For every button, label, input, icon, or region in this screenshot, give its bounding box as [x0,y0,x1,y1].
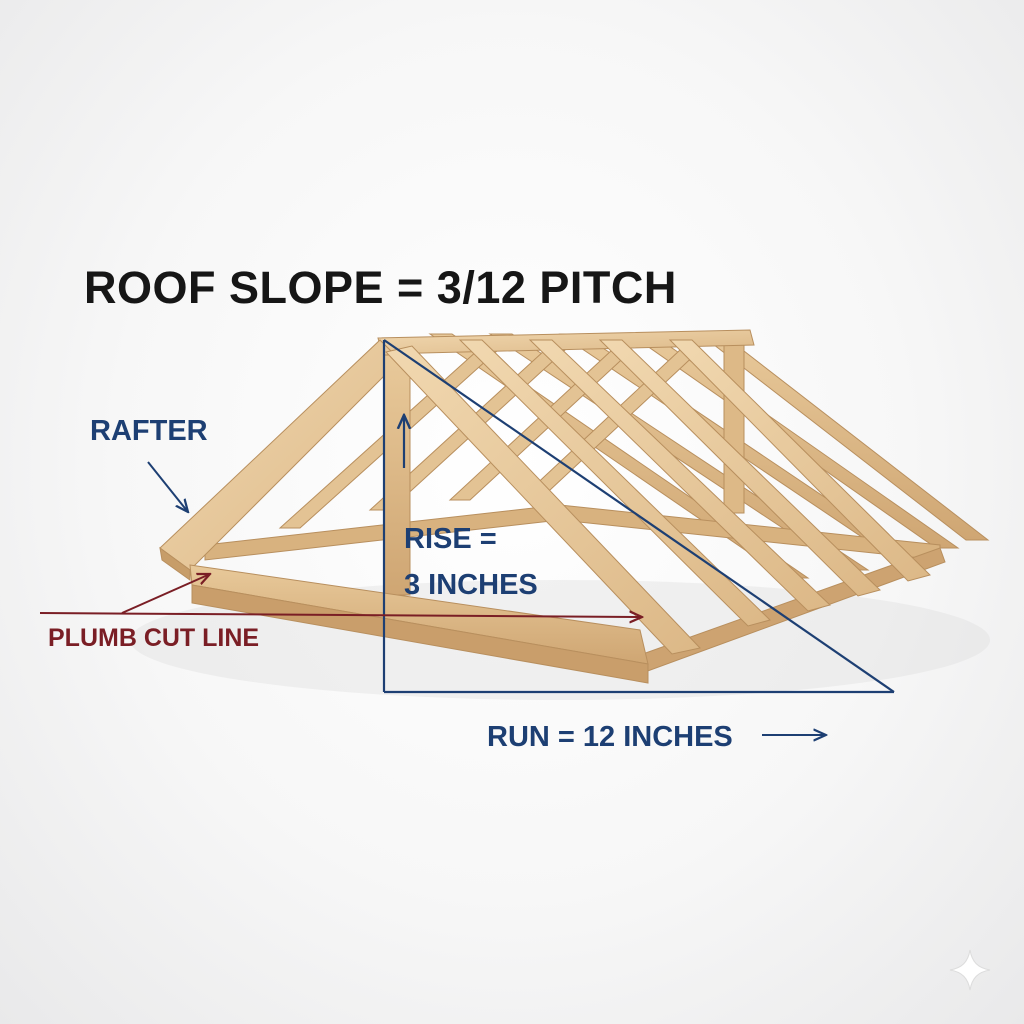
rafter-arrow [147,461,188,512]
rise-label-line1: RISE = [404,523,497,555]
rafter-label: RAFTER [90,415,208,447]
pitch-triangle [382,339,895,694]
rafter-front-2 [458,339,771,627]
front-plate-face [191,584,649,684]
page-title: ROOF SLOPE = 3/12 PITCH [84,262,677,313]
slope-line [383,339,895,693]
plumb-cut-label: PLUMB CUT LINE [48,624,259,652]
rafter-front-left-side [159,546,191,581]
rise-label-line2: 3 INCHES [404,569,538,601]
post-back [723,344,745,514]
rafter-front-4 [598,339,881,597]
rafter-front-right [385,345,701,655]
rafter-front-3 [528,339,831,612]
rafter-front-5 [668,339,931,582]
run-label: RUN = 12 INCHES [487,721,733,753]
plumb-cut-leader [121,574,210,614]
sparkle-icon [949,949,991,991]
roof-frame [159,329,990,684]
plumb-cut-line-arrow [39,613,642,617]
post-front [383,354,411,596]
